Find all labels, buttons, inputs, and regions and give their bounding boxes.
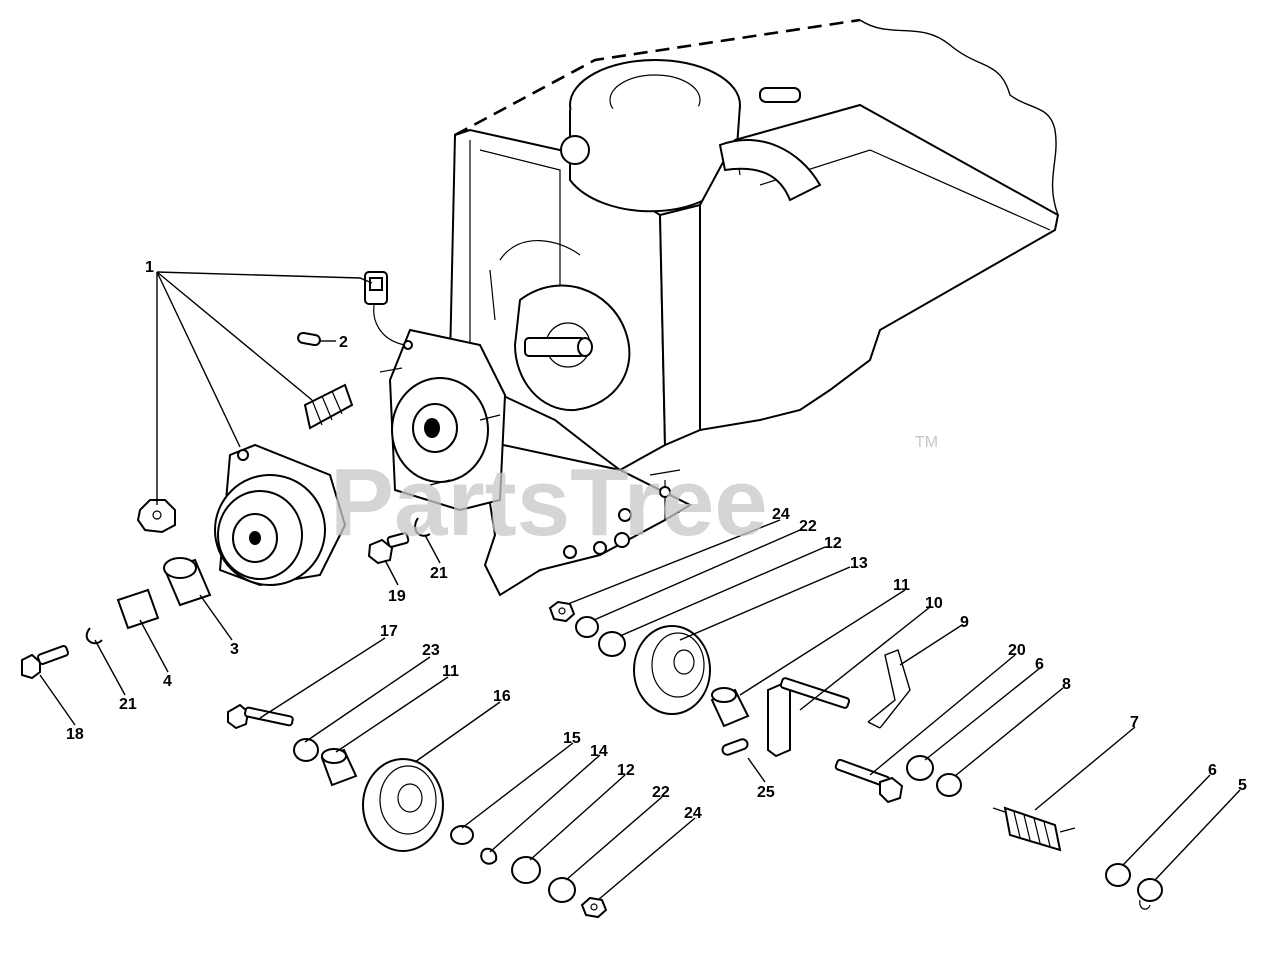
part-15-bushing <box>450 825 474 845</box>
callout-24-lower: 24 <box>684 805 702 822</box>
callout-10: 10 <box>925 595 943 612</box>
callout-20: 20 <box>1008 642 1026 659</box>
callout-21-right: 21 <box>430 565 448 582</box>
callout-21-left: 21 <box>119 696 137 713</box>
part-24-nut-lower <box>580 896 608 919</box>
callout-11-right: 11 <box>893 577 910 594</box>
part-5-clip <box>1137 878 1163 910</box>
part-19-bolt <box>367 532 410 565</box>
callout-8: 8 <box>1062 676 1071 693</box>
part-16-pulley <box>362 758 444 852</box>
callout-16: 16 <box>493 688 511 705</box>
part-3-bushing <box>163 557 212 607</box>
callout-5: 5 <box>1238 777 1247 794</box>
part-4-plate <box>116 588 160 630</box>
part-6-washer-upper <box>906 755 934 781</box>
callout-3: 3 <box>230 641 239 658</box>
part-7-spring <box>992 806 1076 852</box>
callout-12-upper: 12 <box>824 535 842 552</box>
part-1-clutch-assembly <box>136 443 347 587</box>
callout-22-lower: 22 <box>652 784 670 801</box>
callout-25: 25 <box>757 784 775 801</box>
part-18-bolt <box>21 645 69 680</box>
part-23-washer <box>293 738 319 762</box>
clutch-mount-plate <box>364 271 507 512</box>
callout-7: 7 <box>1130 714 1139 731</box>
part-2-pin <box>297 331 321 347</box>
part-8-washer <box>936 773 962 797</box>
callout-6-upper: 6 <box>1035 656 1044 673</box>
clutch-spring <box>303 383 354 430</box>
watermark: PartsTree TM <box>330 434 938 556</box>
part-12-washer-lower <box>511 856 541 884</box>
callout-11-left: 11 <box>442 663 459 680</box>
callout-17: 17 <box>380 623 398 640</box>
callout-6-lower: 6 <box>1208 762 1217 779</box>
part-25-pin <box>721 738 749 756</box>
watermark-text: PartsTree <box>330 449 768 556</box>
part-20-bolt <box>834 758 904 804</box>
part-17-bolt <box>227 703 294 730</box>
callout-4: 4 <box>163 673 172 690</box>
part-22-washer-lower <box>548 877 576 903</box>
engine-assembly <box>448 18 1060 597</box>
callout-9: 9 <box>960 614 969 631</box>
part-13-pulley <box>633 625 711 715</box>
callout-19: 19 <box>388 588 406 605</box>
leader-lines <box>39 271 1241 901</box>
part-22-washer-upper <box>575 616 599 638</box>
part-11-bushing-left <box>320 748 358 787</box>
callout-numbers: 1 2 3 4 21 18 19 21 17 23 11 16 15 14 12… <box>66 259 1247 822</box>
callout-22-upper: 22 <box>799 518 817 535</box>
callout-24-upper: 24 <box>772 506 790 523</box>
callout-13: 13 <box>850 555 868 572</box>
callout-12-lower: 12 <box>617 762 635 779</box>
part-9-rod <box>867 649 911 729</box>
part-6-washer-lower <box>1105 863 1131 887</box>
callout-14: 14 <box>590 743 608 760</box>
part-14-clip <box>480 847 498 865</box>
part-11-bushing-right <box>710 687 750 728</box>
callout-23: 23 <box>422 642 440 659</box>
callout-1: 1 <box>145 259 154 276</box>
callout-2: 2 <box>339 334 348 351</box>
callout-18: 18 <box>66 726 84 743</box>
part-24-nut-upper <box>548 600 576 623</box>
part-21-clip-left <box>85 627 103 645</box>
callout-15: 15 <box>563 730 581 747</box>
part-12-washer-upper <box>598 631 626 657</box>
watermark-trademark: TM <box>915 434 938 451</box>
part-21-clip-right <box>414 517 431 537</box>
part-10-idler-bracket <box>767 677 851 758</box>
